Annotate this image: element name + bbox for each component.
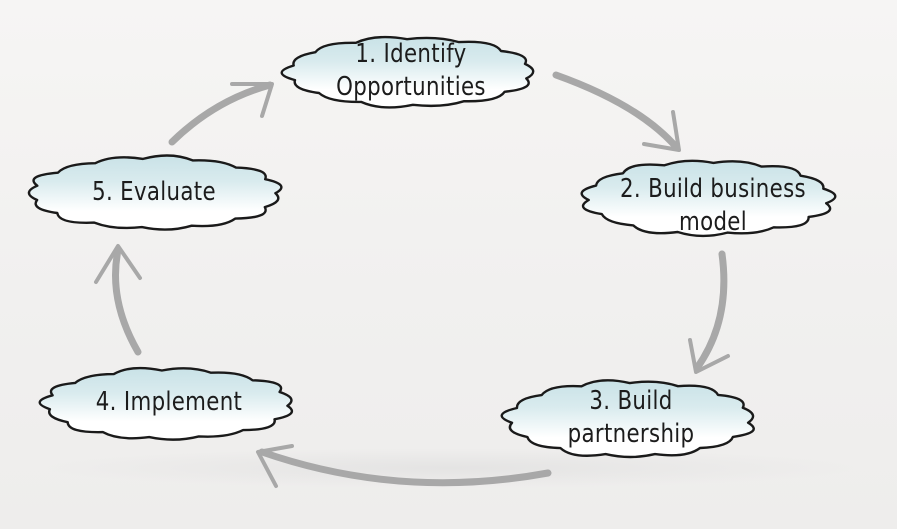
arrow-1-to-2 [552, 71, 681, 152]
cloud-step-2 [580, 159, 837, 238]
arrow-3-to-4 [256, 444, 552, 488]
node-step-4-label: 4. Implement [55, 386, 283, 419]
cloud-step-5 [27, 154, 283, 231]
arrow-4-to-5 [94, 244, 142, 356]
arrow-5-to-1 [168, 81, 274, 146]
node-step-2-label: 2. Build business model [598, 173, 828, 239]
node-step-5-label: 5. Evaluate [44, 176, 264, 209]
cloud-step-3 [500, 379, 755, 459]
node-step-2-line-2: model [678, 207, 748, 237]
node-step-1-line-2: Opportunities [336, 72, 486, 102]
node-step-3-label: 3. Build partnership [519, 385, 742, 451]
cloud-layer [27, 35, 837, 459]
node-step-1-label: 1. Identify Opportunities [304, 38, 519, 104]
arrow-2-to-3 [688, 250, 730, 374]
node-step-3-line-1: 3. Build [589, 386, 673, 416]
cloud-step-1 [280, 35, 535, 109]
node-step-1-line-1: 1. Identify [355, 39, 467, 69]
cloud-step-4 [38, 366, 294, 441]
node-step-2-line-1: 2. Build business [620, 174, 806, 204]
node-step-4-line-1: 4. Implement [95, 387, 243, 417]
node-step-3-line-2: partnership [567, 419, 695, 449]
arrow-layer [94, 71, 730, 488]
node-step-5-line-1: 5. Evaluate [92, 177, 216, 207]
